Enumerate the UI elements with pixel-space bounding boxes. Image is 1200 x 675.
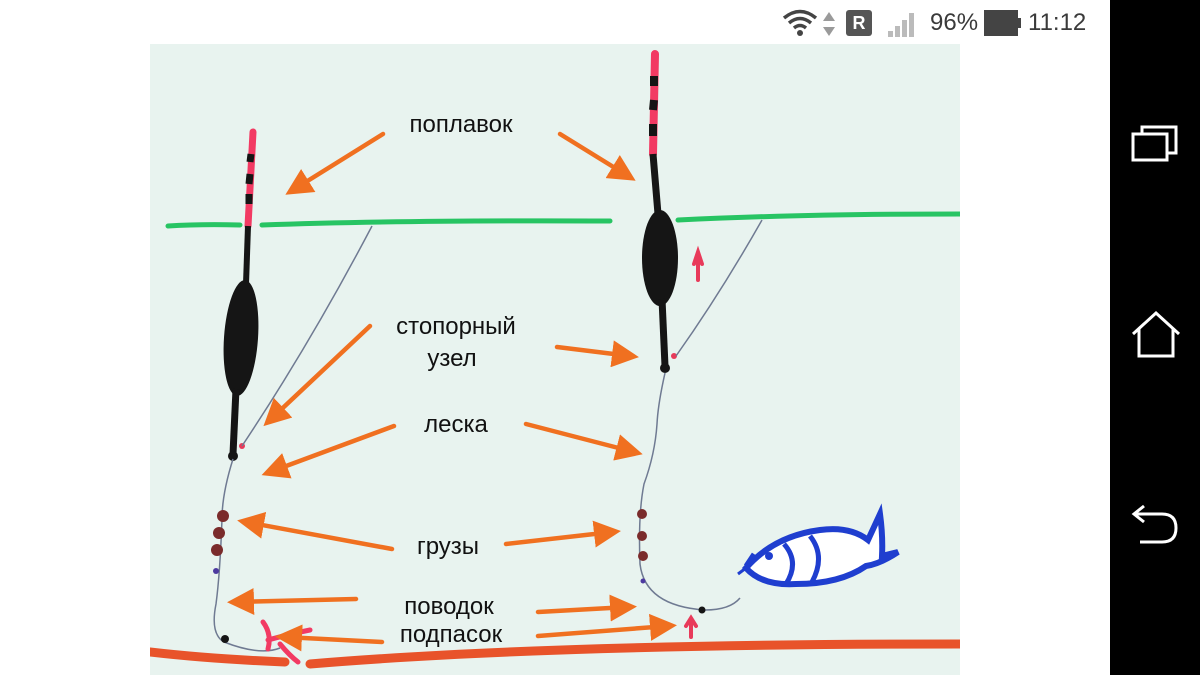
data-transfer-icon [823, 12, 835, 36]
recents-button[interactable] [1110, 90, 1200, 210]
fish-drawing [737, 503, 900, 588]
fishing-rig-drawing [150, 50, 960, 669]
fishing-rig-photo: поплавок стопорный узел леска грузы пово… [150, 44, 960, 675]
arrow-stopper-left [263, 323, 373, 427]
label-sinker: подпасок [399, 621, 503, 648]
left-float-keel [229, 388, 240, 455]
worm [260, 619, 313, 665]
battery-percent: 96% [930, 9, 979, 36]
bottom-line [150, 639, 960, 669]
recents-icon [1131, 125, 1178, 162]
left-float-body [223, 280, 259, 396]
right-float-stem [649, 153, 662, 215]
up-marker-bottom [684, 614, 698, 639]
back-icon [1131, 504, 1178, 544]
label-weights: грузы [416, 533, 480, 560]
back-button[interactable] [1110, 466, 1200, 586]
arrow-weights-right [503, 520, 621, 548]
battery-icon [984, 10, 1021, 36]
navigation-bar [1110, 0, 1200, 675]
arrow-weights-left [237, 511, 395, 552]
arrow-float-right [557, 131, 636, 181]
arrow-stopper-right [554, 340, 639, 368]
arrow-line-right [523, 421, 643, 461]
wifi-icon [782, 9, 818, 36]
left-fishing-line [241, 225, 373, 447]
label-line: леска [424, 411, 488, 438]
label-float: поплавок [409, 111, 513, 138]
home-button[interactable] [1110, 278, 1200, 398]
status-bar: R 96% 11:12 [0, 0, 1110, 44]
arrow-leader-right [535, 594, 637, 622]
signal-icon [888, 13, 914, 37]
label-stopper-line1: стопорный [396, 313, 516, 340]
arrow-sinker-left [275, 624, 385, 652]
right-float-body [642, 210, 678, 306]
left-float-stem [243, 225, 251, 285]
arrow-leader-left [227, 588, 359, 616]
arrow-sinker-right [535, 613, 677, 641]
up-marker-right [692, 245, 704, 282]
right-float-keel [658, 298, 669, 367]
arrow-line-left [261, 423, 397, 479]
roaming-badge: R [846, 10, 872, 36]
arrow-float-left [285, 131, 386, 195]
clock: 11:12 [1028, 9, 1087, 36]
label-leader: поводок [404, 593, 494, 620]
label-stopper-line2: узел [427, 345, 477, 372]
water-surface-line [165, 211, 960, 229]
home-icon [1131, 310, 1181, 358]
right-fishing-line [675, 219, 763, 357]
